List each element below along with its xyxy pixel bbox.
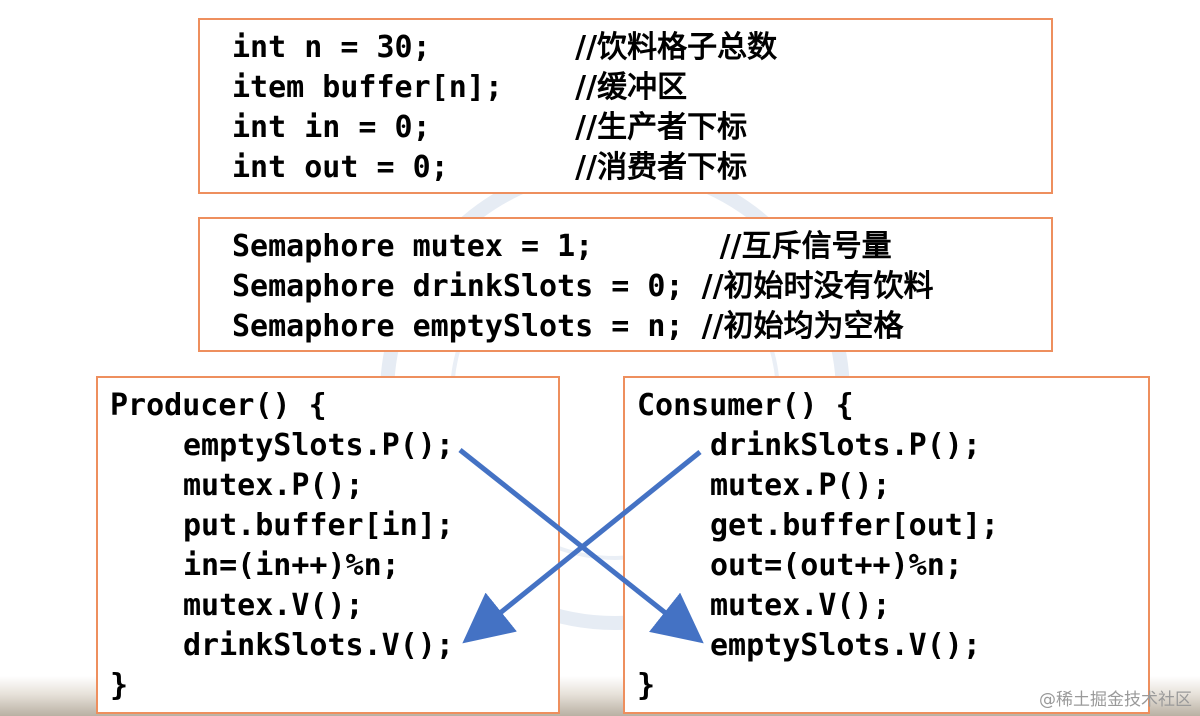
declarations-box: int n = 30; //饮料格子总数 item buffer[n]; //缓… [198,18,1053,194]
producer-stmt-drinkslots-v: drinkSlots.V(); [183,628,454,663]
code-text: int in = 0; [232,110,576,145]
consumer-footer: } [637,668,656,703]
producer-stmt-put: put.buffer[in]; [183,508,454,543]
semaphore-line: Semaphore drinkSlots = 0; //初始时没有饮料 [232,267,934,307]
code-text: int n = 30; [232,30,576,65]
code-text: Semaphore mutex = 1; [232,229,720,264]
code-comment: //初始均为空格 [701,309,904,344]
consumer-stmt-mutex-p: mutex.P(); [710,468,891,503]
producer-code: Producer() { emptySlots.P(); mutex.P(); … [110,386,454,706]
declarations-lines: int n = 30; //饮料格子总数 item buffer[n]; //缓… [232,28,777,188]
producer-footer: } [110,668,129,703]
producer-stmt-in-increment: in=(in++)%n; [183,548,400,583]
consumer-stmt-get: get.buffer[out]; [710,508,999,543]
code-text: Semaphore emptySlots = n; [232,309,702,344]
producer-stmt-mutex-v: mutex.V(); [183,588,364,623]
code-text: item buffer[n]; [232,70,576,105]
semaphores-lines: Semaphore mutex = 1; //互斥信号量 Semaphore d… [232,227,934,347]
consumer-stmt-emptyslots-v: emptySlots.V(); [710,628,981,663]
semaphores-box: Semaphore mutex = 1; //互斥信号量 Semaphore d… [198,217,1053,352]
site-watermark-text: @稀土掘金技术社区 [1039,690,1192,710]
consumer-header: Consumer() { [637,388,854,423]
code-comment: //饮料格子总数 [575,30,778,65]
declaration-line: int in = 0; //生产者下标 [232,108,777,148]
code-text: Semaphore drinkSlots = 0; [232,269,702,304]
consumer-code: Consumer() { drinkSlots.P(); mutex.P(); … [637,386,999,706]
semaphore-line: Semaphore mutex = 1; //互斥信号量 [232,227,934,267]
declaration-line: item buffer[n]; //缓冲区 [232,68,777,108]
consumer-stmt-drinkslots-p: drinkSlots.P(); [710,428,981,463]
code-comment: //消费者下标 [575,150,748,185]
code-comment: //初始时没有饮料 [701,269,934,304]
producer-stmt-emptyslots-p: emptySlots.P(); [183,428,454,463]
producer-box: Producer() { emptySlots.P(); mutex.P(); … [96,376,560,714]
consumer-stmt-mutex-v: mutex.V(); [710,588,891,623]
code-comment: //缓冲区 [575,70,688,105]
declaration-line: int n = 30; //饮料格子总数 [232,28,777,68]
semaphore-line: Semaphore emptySlots = n; //初始均为空格 [232,307,934,347]
declaration-line: int out = 0; //消费者下标 [232,148,777,188]
producer-header: Producer() { [110,388,327,423]
code-comment: //生产者下标 [575,110,748,145]
producer-stmt-mutex-p: mutex.P(); [183,468,364,503]
consumer-box: Consumer() { drinkSlots.P(); mutex.P(); … [623,376,1150,714]
consumer-stmt-out-increment: out=(out++)%n; [710,548,963,583]
code-comment: //互斥信号量 [719,229,892,264]
code-text: int out = 0; [232,150,576,185]
